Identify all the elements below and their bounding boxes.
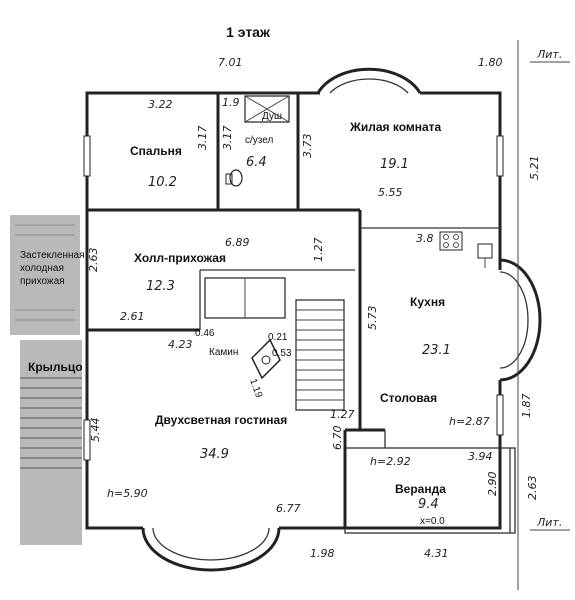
hall-name: Холл-прихожая (134, 251, 226, 265)
dim-stair-b: 1.27 (330, 408, 355, 421)
sink-symbol (477, 243, 493, 268)
bedroom-depth: 3.17 (196, 126, 209, 151)
dim-right-veranda: 2.63 (526, 476, 539, 501)
living-depth: 3.73 (301, 134, 314, 159)
bedroom-name: Спальня (130, 144, 182, 158)
great-room-width: 6.77 (276, 502, 301, 515)
shower-label: Душ (262, 111, 282, 122)
bedroom-area: 10.2 (148, 175, 177, 190)
living-width: 5.55 (378, 186, 403, 199)
veranda-width: 3.94 (468, 450, 493, 463)
fireplace-symbol (251, 338, 281, 380)
dim-right-side: 5.21 (528, 156, 541, 181)
cold-hall-label-1: Застекленная (20, 250, 85, 261)
great-room-area: 34.9 (200, 447, 229, 462)
cold-hall-label-3: прихожая (20, 276, 65, 287)
kitchen-area: 23.1 (422, 343, 451, 358)
veranda-floor: x=0.0 (420, 516, 445, 527)
fireplace-dim-c: 0.21 (268, 332, 288, 343)
porch-label: Крыльцо (28, 360, 83, 374)
veranda-height: h=2.92 (370, 455, 411, 468)
dim-bottom-left: 1.98 (310, 547, 335, 560)
bathroom-depth: 3.17 (221, 126, 234, 151)
cold-hall-label-2: холодная (20, 263, 64, 274)
interior-walls (87, 93, 500, 528)
lit-mark-bottom: Лит. (536, 516, 562, 529)
living-area: 19.1 (380, 157, 409, 172)
great-room-name: Двухсветная гостиная (155, 413, 287, 427)
cold-entrance-block (10, 215, 80, 335)
hall-area: 12.3 (146, 279, 175, 294)
bedroom-width: 3.22 (148, 98, 173, 111)
bathroom-area: 6.4 (246, 155, 267, 170)
dim-hall-col: 4.23 (168, 338, 193, 351)
dim-stair-total: 6.70 (331, 426, 344, 451)
kitchen-box-dim: 3.8 (416, 232, 434, 245)
dim-top-left: 7.01 (218, 56, 243, 69)
fireplace-dim-a: 0.53 (272, 348, 292, 359)
bathroom-width: 1.9 (222, 96, 240, 109)
cold-entrance-hatching (15, 224, 75, 321)
veranda-depth: 2.90 (486, 472, 499, 497)
living-name: Жилая комната (349, 120, 442, 134)
bathroom-name: с/узел (245, 135, 273, 146)
great-room-height: h=5.90 (107, 487, 148, 500)
dining-name: Столовая (380, 391, 437, 405)
dim-stair-a: 1.27 (312, 238, 325, 263)
dim-top-right: 1.80 (478, 56, 503, 69)
dim-corridor: 2.61 (120, 310, 145, 323)
shower-symbol (244, 95, 290, 123)
veranda-name: Веранда (395, 482, 446, 496)
kitchen-depth: 5.73 (366, 306, 379, 331)
great-room-depth: 5.44 (89, 418, 102, 443)
hall-length: 6.89 (225, 236, 250, 249)
dim-right-lower: 1.87 (520, 394, 533, 419)
dim-corridor-b: 0.46 (195, 328, 215, 339)
kitchen-name: Кухня (410, 295, 445, 309)
fireplace-dim-b: 1.19 (247, 377, 264, 399)
dim-bottom-right: 4.31 (424, 547, 449, 560)
hall-depth: 2.63 (87, 248, 100, 273)
fireplace-name: Камин (209, 347, 238, 358)
stove-symbol (439, 231, 463, 251)
toilet-symbol (225, 169, 243, 187)
veranda-area: 9.4 (418, 497, 439, 512)
lit-mark-top: Лит. (536, 48, 562, 61)
floor-title: 1 этаж (226, 24, 271, 40)
dining-height: h=2.87 (449, 415, 490, 428)
staircase (204, 277, 345, 411)
window-marks (83, 135, 504, 461)
porch-steps (20, 377, 82, 469)
porch-block (20, 340, 82, 545)
